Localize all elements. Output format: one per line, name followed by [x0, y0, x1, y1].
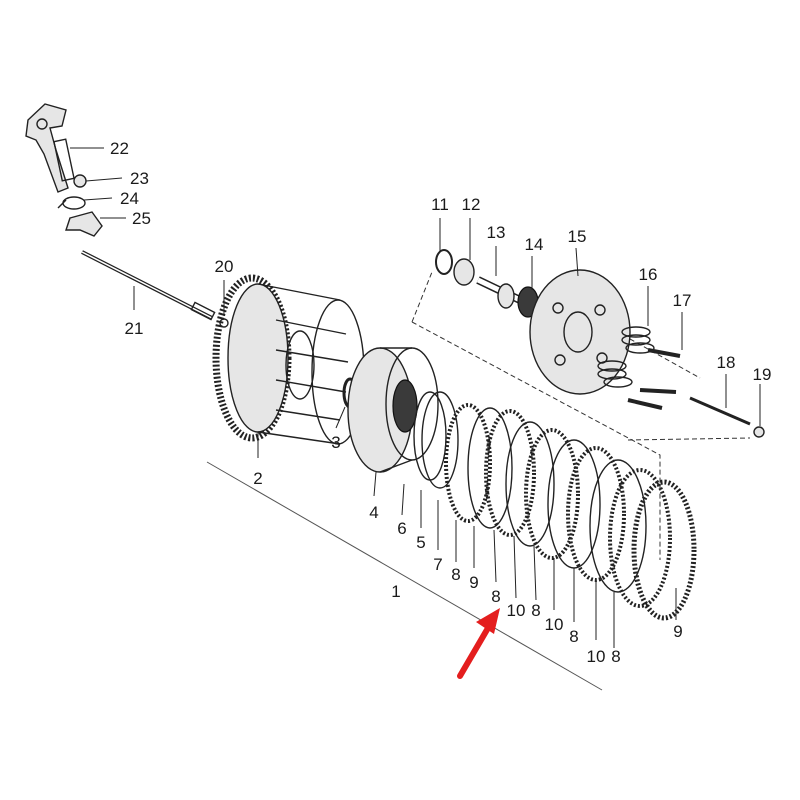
leader-lines	[70, 147, 761, 648]
callout-10c: 10	[587, 647, 606, 666]
callout-2: 2	[253, 469, 262, 488]
callout-8a: 8	[451, 565, 460, 584]
callout-15: 15	[568, 227, 587, 246]
callout-13: 13	[487, 223, 506, 242]
callout-20: 20	[215, 257, 234, 276]
lever-arm	[65, 211, 103, 237]
callout-1: 1	[391, 582, 400, 601]
callout-5: 5	[416, 533, 425, 552]
callout-14: 14	[525, 235, 544, 254]
wire-ring	[421, 391, 459, 489]
callout-12: 12	[462, 195, 481, 214]
callout-4: 4	[369, 503, 378, 522]
callout-8b: 8	[491, 587, 500, 606]
callout-22: 22	[110, 139, 129, 158]
arrow-up-right-icon	[457, 608, 500, 679]
washer	[435, 249, 453, 275]
callout-24: 24	[120, 189, 139, 208]
callout-16: 16	[639, 265, 658, 284]
assembly-dashed-outline	[411, 271, 751, 560]
callout-7: 7	[433, 555, 442, 574]
callout-11: 11	[431, 195, 449, 214]
callout-10a: 10	[507, 601, 526, 620]
callout-8c: 8	[531, 601, 540, 620]
callout-8d: 8	[569, 627, 578, 646]
lever-spring	[62, 196, 86, 210]
clutch-springs	[597, 326, 655, 388]
callout-25: 25	[132, 209, 151, 228]
plate-stack	[444, 403, 697, 621]
lock-nut	[453, 258, 475, 286]
pushrod	[81, 250, 216, 321]
release-lever-assembly	[25, 103, 103, 237]
lever-nut	[73, 174, 87, 188]
lever-shaft	[53, 138, 75, 182]
pressure-plate	[529, 269, 631, 395]
callout-17: 17	[673, 291, 692, 310]
callout-19: 19	[753, 365, 772, 384]
adjuster-rod	[689, 396, 751, 426]
callout-3: 3	[331, 433, 340, 452]
lifter-assembly	[476, 276, 539, 318]
callout-9b: 9	[673, 622, 682, 641]
callout-23: 23	[130, 169, 149, 188]
callout-10b: 10	[545, 615, 564, 634]
adjuster-nut	[753, 426, 765, 438]
clutch-housing	[212, 274, 365, 445]
spring-bolts	[627, 348, 681, 410]
callout-21: 21	[125, 319, 144, 338]
callout-6: 6	[397, 519, 406, 538]
o-ring	[413, 391, 447, 481]
assembly-axis-line	[206, 461, 603, 691]
callout-9a: 9	[469, 573, 478, 592]
callout-8e: 8	[611, 647, 620, 666]
clutch-hub	[347, 347, 439, 473]
callout-18: 18	[717, 353, 736, 372]
release-lever	[25, 103, 69, 193]
